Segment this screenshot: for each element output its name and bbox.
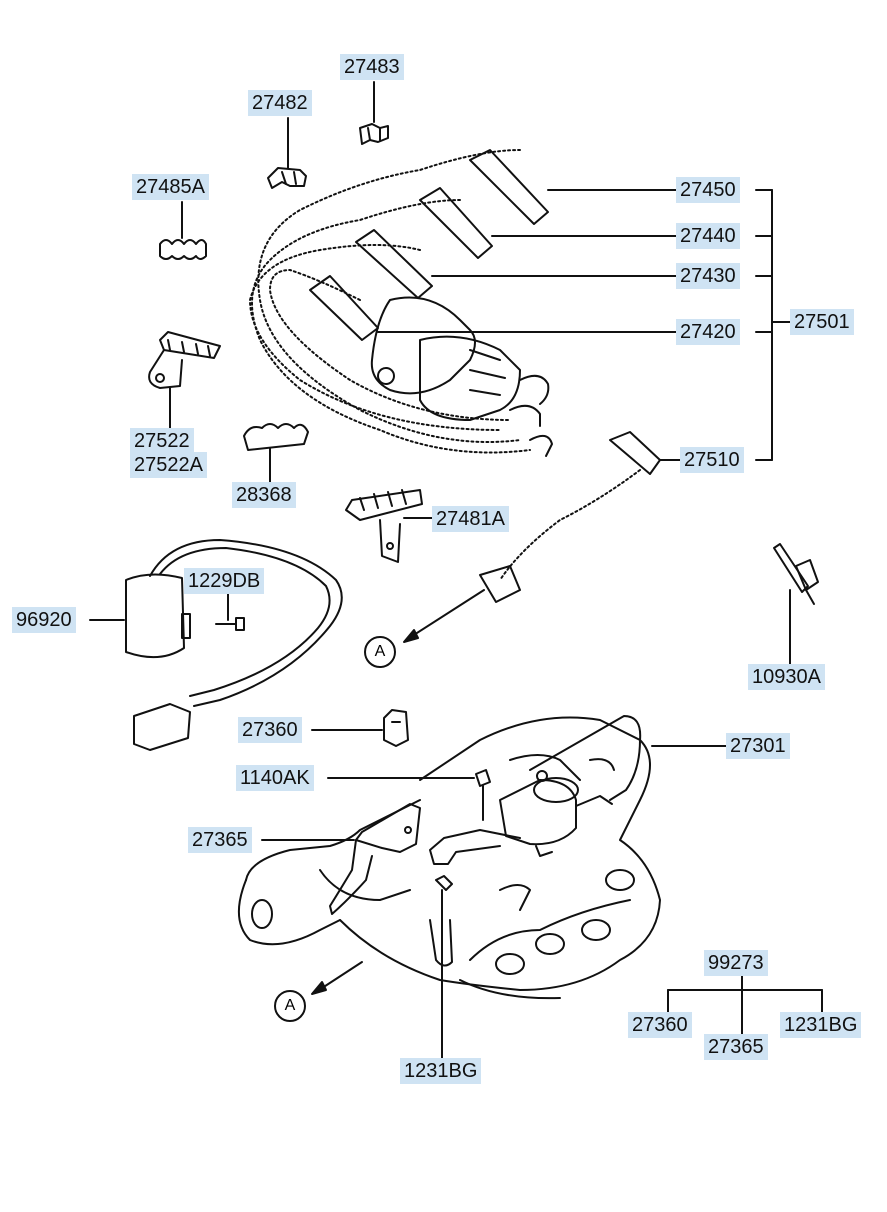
bracket-27501	[755, 189, 791, 461]
label-1229DB[interactable]: 1229DB	[184, 568, 265, 594]
bracket-27365-drawing	[329, 803, 421, 915]
bracket-27481A-drawing	[345, 489, 423, 563]
label-27522[interactable]: 27522	[130, 428, 194, 454]
kit-99273-tree	[667, 975, 823, 1035]
label-99273[interactable]: 99273	[704, 950, 768, 976]
label-27510[interactable]: 27510	[680, 447, 744, 473]
holder-28368-drawing	[243, 423, 309, 451]
holder-27485A-drawing	[159, 239, 207, 260]
label-10930A[interactable]: 10930A	[748, 664, 825, 690]
intake-manifold-drawing	[237, 716, 661, 1000]
label-27522A[interactable]: 27522A	[130, 452, 207, 478]
spark-plug-wire-set-drawing	[249, 149, 531, 454]
label-27485A[interactable]: 27485A	[132, 174, 209, 200]
label-27365[interactable]: 27365	[188, 827, 252, 853]
label-27481A[interactable]: 27481A	[432, 506, 509, 532]
clip-27360-drawing	[383, 709, 409, 747]
label-27360[interactable]: 27360	[238, 717, 302, 743]
spark-plug-10930A-drawing	[773, 543, 819, 605]
label-27483[interactable]: 27483	[340, 54, 404, 80]
label-27440[interactable]: 27440	[676, 223, 740, 249]
label-27301[interactable]: 27301	[726, 733, 790, 759]
label-96920[interactable]: 96920	[12, 607, 76, 633]
bolt-1140AK-drawing	[475, 769, 491, 821]
label-27430[interactable]: 27430	[676, 263, 740, 289]
label-27450[interactable]: 27450	[676, 177, 740, 203]
label-1231BG[interactable]: 1231BG	[400, 1058, 482, 1084]
screw-1229DB-drawing	[215, 617, 245, 631]
label-27482[interactable]: 27482	[248, 90, 312, 116]
marker-a-lower: A	[274, 990, 306, 1022]
arrow-a2-head	[311, 981, 327, 995]
plug-boots-drawing	[309, 149, 661, 475]
marker-a-upper: A	[364, 636, 396, 668]
coil-wire-drawing	[479, 469, 641, 603]
bolt-1231BG-drawing	[435, 875, 453, 891]
arrow-a1-head	[403, 629, 419, 643]
label-27360-kit[interactable]: 27360	[628, 1012, 692, 1038]
clip-27483-drawing	[359, 123, 389, 145]
distributor-cap-drawing	[370, 296, 553, 457]
label-27365-kit[interactable]: 27365	[704, 1034, 768, 1060]
label-27420[interactable]: 27420	[676, 319, 740, 345]
label-28368[interactable]: 28368	[232, 482, 296, 508]
ignition-coil-27301-drawing	[429, 715, 642, 865]
label-1140AK[interactable]: 1140AK	[236, 765, 314, 791]
module-96920-drawing	[125, 539, 343, 751]
arrow-a1-line	[405, 589, 485, 641]
bracket-27522-drawing	[148, 331, 221, 389]
label-27501[interactable]: 27501	[790, 309, 854, 335]
label-1231BG-kit[interactable]: 1231BG	[780, 1012, 862, 1038]
clip-27482-drawing	[267, 167, 307, 189]
